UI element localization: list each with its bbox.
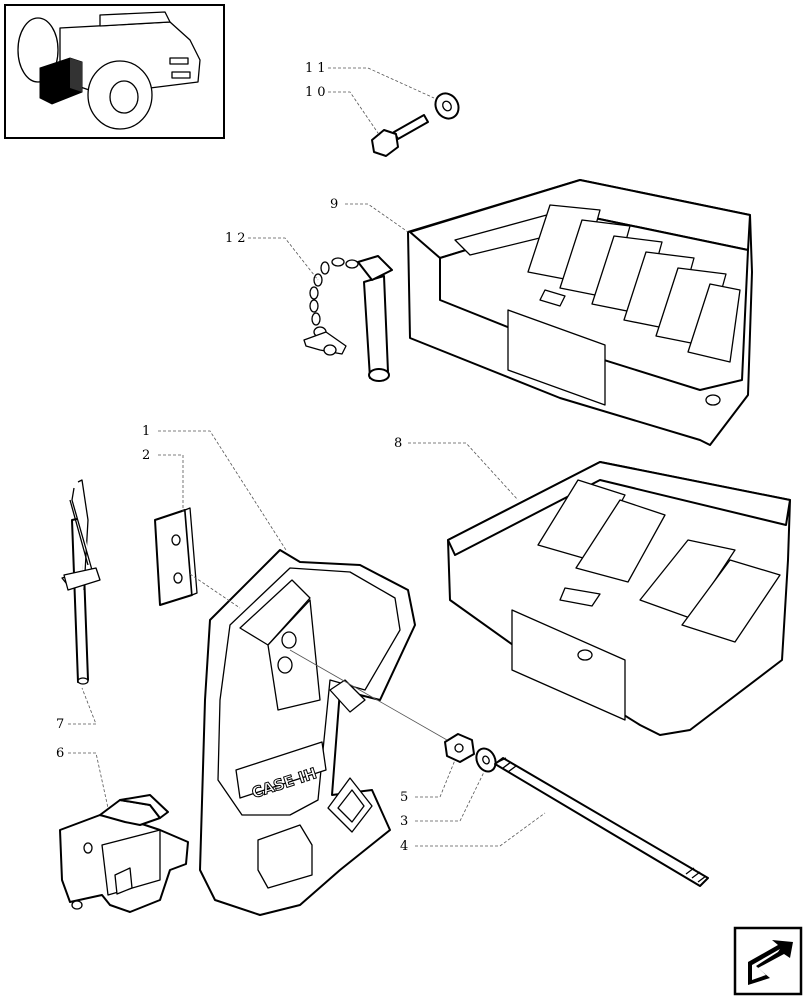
weight-9-slots <box>527 204 741 363</box>
next-page-button[interactable] <box>733 926 803 996</box>
plate-part-2 <box>154 507 198 606</box>
chain-links <box>309 257 359 338</box>
weight-8-slots <box>537 479 781 643</box>
pin-with-clip-part-7 <box>61 479 101 685</box>
washer-part-11 <box>434 92 460 120</box>
callout-leaders <box>68 67 546 847</box>
tractor-locator-thumbnail[interactable] <box>4 4 225 139</box>
clevis-block-part-6 <box>59 794 189 913</box>
bolt-part-10 <box>371 114 429 157</box>
callout-labels: 11 10 12 9 8 1 2 7 6 5 3 4 <box>56 61 412 854</box>
callout-4: 4 <box>400 839 412 854</box>
callout-7: 7 <box>56 717 68 732</box>
threaded-rod-part-4 <box>494 757 709 887</box>
nut-part-5 <box>444 733 475 763</box>
weight-support-bracket-part-1 <box>199 549 416 916</box>
callout-2: 2 <box>142 448 154 463</box>
callout-12: 12 <box>225 231 250 246</box>
callout-10: 10 <box>305 85 330 100</box>
assembly-axis-lines <box>189 573 448 741</box>
ballast-weight-part-9 <box>407 179 753 446</box>
pin-with-chain-part-12 <box>303 255 393 382</box>
ballast-weight-part-8 <box>447 461 791 736</box>
callout-6: 6 <box>56 746 68 761</box>
callout-9: 9 <box>330 197 342 212</box>
callout-11: 11 <box>305 61 330 76</box>
callout-1: 1 <box>142 424 154 439</box>
callout-3: 3 <box>400 814 412 829</box>
washer-part-3 <box>475 747 497 773</box>
next-page-arrow-icon <box>748 940 793 985</box>
callout-8: 8 <box>394 436 406 451</box>
tractor-locator-icon <box>17 11 201 130</box>
callout-5: 5 <box>400 790 412 805</box>
